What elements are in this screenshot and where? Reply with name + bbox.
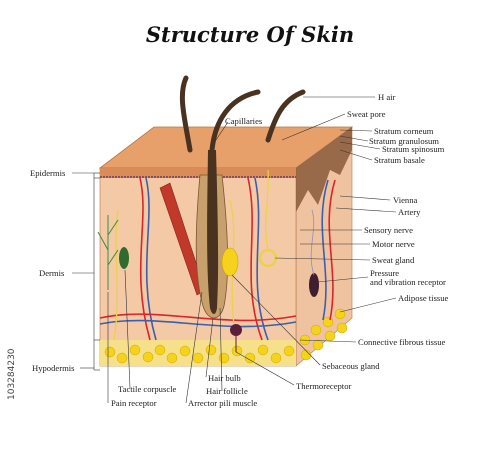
- tactile-corpuscle-shape: [119, 247, 129, 269]
- epidermis-band: [100, 168, 296, 178]
- label-connective: Connective fibrous tissue: [358, 337, 446, 347]
- label-hair: H air: [378, 92, 396, 102]
- label-sweat-pore: Sweat pore: [347, 109, 386, 119]
- pain-receptor-shape: [97, 215, 119, 290]
- label-sensory-nerve: Sensory nerve: [364, 225, 413, 235]
- label-tactile: Tactile corpuscle: [118, 384, 177, 394]
- thermoreceptor-shape: [230, 324, 242, 336]
- hair-root: [207, 150, 219, 314]
- label-adipose: Adipose tissue: [398, 293, 449, 303]
- side-epidermis: [296, 127, 352, 212]
- label-stratum-spinosum: Stratum spinosum: [382, 144, 445, 154]
- stock-id: 103284230: [7, 348, 17, 400]
- leader-lines: [72, 96, 397, 404]
- label-motor-nerve: Motor nerve: [372, 239, 415, 249]
- label-thermoreceptor: Thermoreceptor: [296, 381, 351, 391]
- label-capillaries: Capillaries: [225, 116, 263, 126]
- label-stratum-corneum: Stratum corneum: [374, 126, 434, 136]
- label-stratum-basale: Stratum basale: [374, 155, 425, 165]
- hairs: [179, 75, 306, 153]
- label-sweat-gland: Sweat gland: [372, 255, 415, 265]
- label-pain: Pain receptor: [111, 398, 157, 408]
- label-hypodermis: Hypodermis: [32, 363, 75, 373]
- label-arrector-pili: Arrector pili muscle: [188, 398, 257, 408]
- sweat-duct: [265, 169, 269, 251]
- label-stratum-granulosum: Stratum granulosum: [369, 136, 439, 146]
- label-artery: Artery: [398, 207, 421, 217]
- sebaceous-gland-shape: [221, 247, 239, 277]
- label-epidermis: Epidermis: [30, 168, 66, 178]
- label-dermis: Dermis: [39, 268, 65, 278]
- label-hair-follicle: Hair follicle: [206, 386, 248, 396]
- fat-cells-front: [104, 344, 295, 364]
- side-capillary: [310, 209, 315, 276]
- label-vienna: Vienna: [393, 195, 417, 205]
- diagram-title: Structure Of Skin: [145, 22, 355, 47]
- label-sebaceous: Sebaceous gland: [322, 361, 380, 371]
- label-pressure-1: Pressure: [370, 268, 399, 278]
- pressure-receptor-shape: [309, 273, 319, 297]
- label-hair-bulb: Hair bulb: [208, 373, 241, 383]
- label-pressure-2: and vibration receptor: [370, 277, 446, 287]
- blood-vessels: [99, 177, 336, 341]
